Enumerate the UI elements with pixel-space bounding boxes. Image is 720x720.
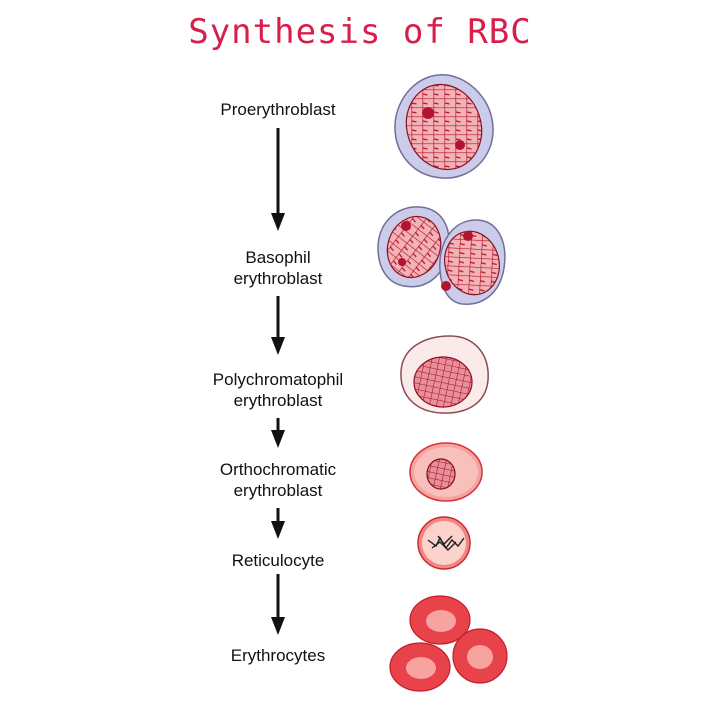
stage-label-erythrocytes: Erythrocytes [230, 646, 326, 665]
stage-label-proerythroblast: Proerythroblast [220, 100, 336, 119]
diagram-title: Synthesis of RBC [188, 12, 532, 52]
stage-label-polychromatophil-erythroblast: Polychromatophil erythroblast [212, 370, 344, 410]
stage-label-reticulocyte: Reticulocyte [231, 551, 325, 570]
basophil-erythroblast-cells [377, 206, 506, 305]
arrow-icon [271, 296, 285, 355]
arrow-icon [271, 508, 285, 539]
proerythroblast-cell [394, 74, 494, 179]
polychromatophil-erythroblast-cell [400, 335, 489, 414]
erythrocyte-cells [389, 595, 508, 692]
stage-label-basophil-erythroblast: Basophil erythroblast [233, 248, 323, 288]
orthochromatic-erythroblast-cell [409, 442, 483, 502]
arrow-icon [271, 418, 285, 448]
arrow-icon [271, 128, 285, 231]
arrow-icon [271, 574, 285, 635]
reticulocyte-cell [417, 516, 471, 570]
erythrocyte-cell [409, 595, 471, 645]
erythrocyte-cell [452, 628, 508, 684]
stage-label-orthochromatic-erythroblast: Orthochromatic erythroblast [219, 460, 337, 500]
erythrocyte-cell [389, 642, 451, 692]
arrows [271, 128, 285, 635]
